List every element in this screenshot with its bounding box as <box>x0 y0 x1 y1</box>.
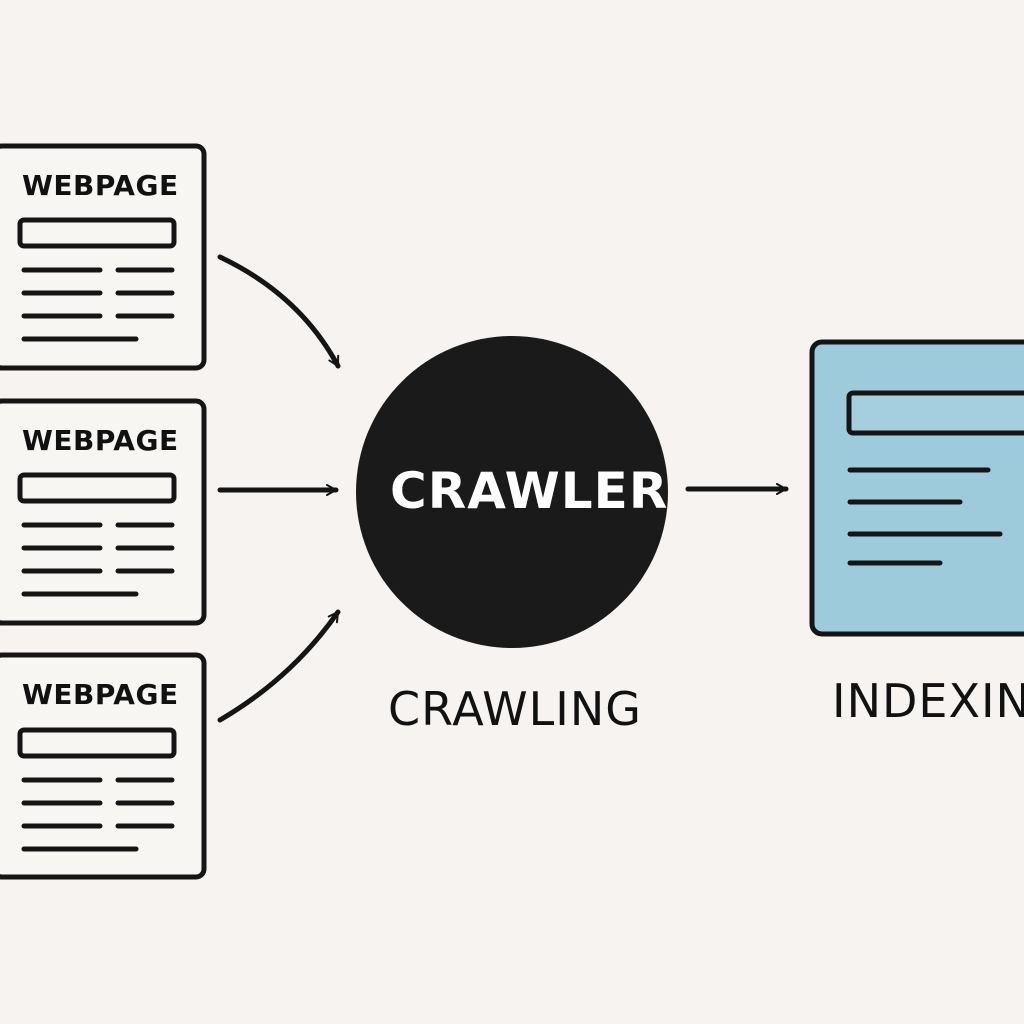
crawler-label: CRAWLER <box>390 462 669 520</box>
arrow-webpage-3-to-crawler <box>217 609 341 723</box>
webpage-title-2: WEBPAGE <box>22 424 179 457</box>
webpage-text-lines <box>21 522 175 597</box>
webpage-card-1 <box>0 143 207 371</box>
webpage-card-2 <box>0 398 207 626</box>
indexing-stage-label: INDEXIN <box>832 674 1024 728</box>
crawling-stage-label: CRAWLING <box>388 682 642 736</box>
index-text-lines <box>847 467 1003 566</box>
webpage-title-3: WEBPAGE <box>22 678 179 711</box>
arrow-webpage-1-to-crawler <box>217 254 341 369</box>
webpage-title-1: WEBPAGE <box>22 169 179 202</box>
webpage-card-3 <box>0 652 207 880</box>
index-document <box>809 339 1024 637</box>
webpage-text-lines <box>21 267 175 342</box>
webpage-text-lines <box>21 777 175 852</box>
crawler-circle <box>356 336 668 648</box>
